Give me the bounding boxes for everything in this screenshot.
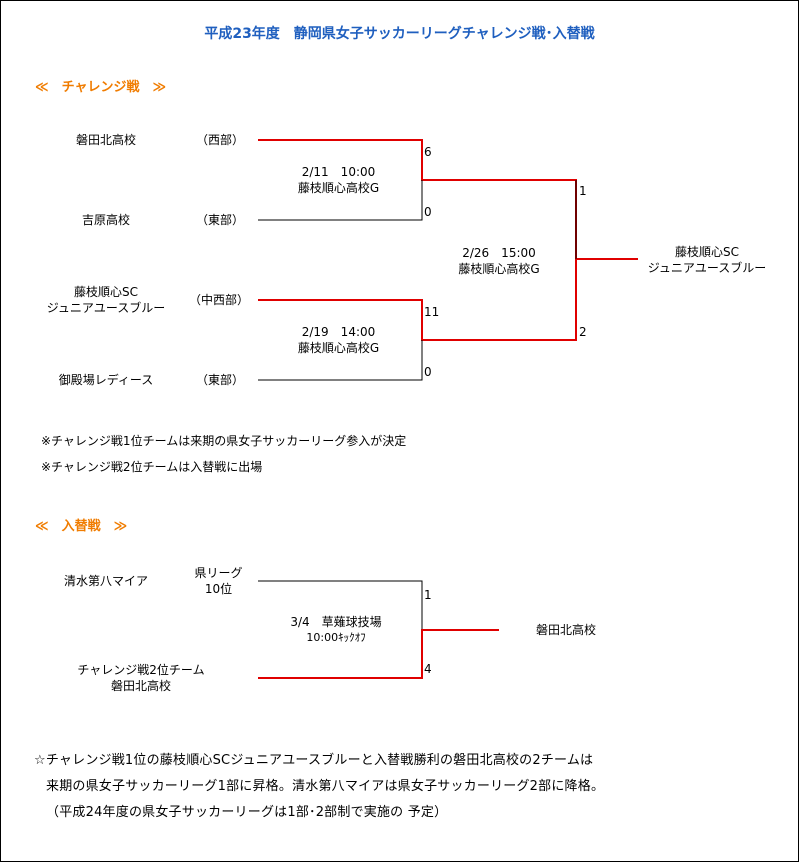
footer-line-2: 来期の県女子サッカーリーグ1部に昇格。清水第八マイアは県女子サッカーリーグ2部に… — [46, 779, 605, 794]
team-fujieda-name-line1: 藤枝順心SC — [74, 285, 138, 299]
final-score-top: 1 — [579, 184, 587, 198]
final-venue: 藤枝順心高校G — [458, 262, 540, 276]
match2-date: 2/19 14:00 — [301, 325, 376, 339]
team-iwatakita-name: 磐田北高校 — [75, 133, 136, 147]
replacement-team-top-name: 清水第八マイア — [63, 574, 148, 588]
team-gotemba-region: （東部） — [196, 373, 245, 387]
footer-line-3: （平成24年度の県女子サッカーリーグは1部･2部制で実施の 予定） — [46, 805, 448, 820]
team-yoshiwara-region: （東部） — [196, 213, 245, 227]
team-yoshiwara-name: 吉原高校 — [81, 213, 130, 227]
challenge-winner-line1: 藤枝順心SC — [675, 245, 739, 259]
replacement-team-top-rank-line2: 10位 — [204, 582, 233, 596]
replacement-match-date: 3/4 草薙球技場 — [290, 615, 382, 629]
match2-score-top: 11 — [424, 305, 440, 319]
match1-winner-path — [258, 139, 638, 260]
match2-score-bottom: 0 — [424, 365, 432, 379]
challenge-heading: ≪ チャレンジ戦 ≫ — [35, 80, 167, 95]
challenge-note-1: ※チャレンジ戦1位チームは来期の県女子サッカーリーグ参入が決定 — [41, 434, 407, 448]
match1-venue: 藤枝順心高校G — [297, 181, 380, 195]
replacement-match-time: 10:00ｷｯｸｵﾌ — [306, 631, 366, 644]
footer-line-1: ☆チャレンジ戦1位の藤枝順心SCジュニアユースブルーと入替戦勝利の磐田北高校の2… — [34, 753, 594, 768]
match1-score-bottom: 0 — [424, 205, 432, 219]
replacement-bracket — [258, 580, 499, 679]
challenge-bracket — [258, 139, 638, 381]
team-fujieda-region: （中西部） — [189, 293, 250, 307]
replacement-team-bottom-line2: 磐田北高校 — [110, 679, 171, 693]
replacement-winner-path — [258, 629, 499, 679]
final-date: 2/26 15:00 — [462, 246, 536, 260]
match1-loser-path — [258, 180, 423, 221]
page-title: 平成23年度 静岡県女子サッカーリーグチャレンジ戦･入替戦 — [204, 26, 595, 42]
final-score-bottom: 2 — [579, 325, 587, 339]
replacement-winner: 磐田北高校 — [536, 623, 597, 637]
replacement-score-bottom: 4 — [424, 662, 432, 676]
team-fujieda-name-line2: ジュニアユースブルー — [46, 301, 166, 315]
replacement-loser-path — [258, 580, 423, 630]
challenge-note-2: ※チャレンジ戦2位チームは入替戦に出場 — [41, 460, 263, 474]
team-gotemba-name: 御殿場レディース — [58, 373, 154, 387]
match2-loser-path — [258, 340, 423, 381]
replacement-team-bottom-line1: チャレンジ戦2位チーム — [77, 663, 205, 677]
match1-date: 2/11 10:00 — [301, 165, 376, 179]
replacement-team-top-rank-line1: 県リーグ — [194, 566, 243, 580]
match2-venue: 藤枝順心高校G — [297, 341, 380, 355]
team-iwatakita-region: （西部） — [196, 133, 245, 147]
challenge-winner-line2: ジュニアユースブルー — [647, 261, 767, 275]
replacement-heading: ≪ 入替戦 ≫ — [35, 519, 128, 534]
match1-score-top: 6 — [424, 145, 432, 159]
match2-winner-path — [258, 259, 577, 341]
replacement-score-top: 1 — [424, 588, 432, 602]
